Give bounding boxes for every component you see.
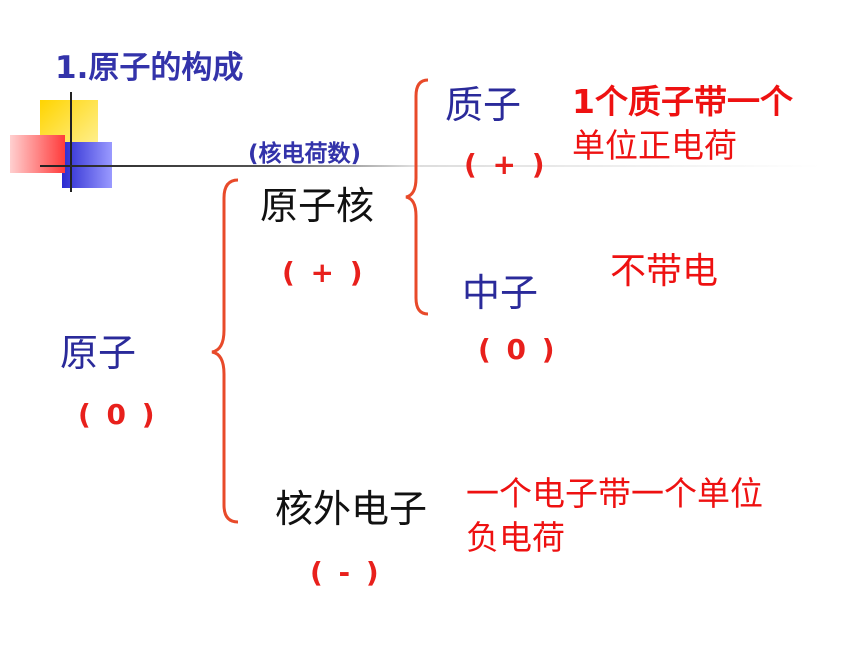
decor-vertical-line (70, 92, 72, 192)
proton-desc-line2: 单位正电荷 (572, 126, 737, 165)
proton-charge: ( + ) (464, 148, 548, 181)
atom-label: 原子 (60, 331, 137, 375)
electron-description: 一个电子带一个单位 负电荷 (466, 472, 763, 560)
decor-horizontal-line (40, 165, 420, 167)
nucleus-charge: ( + ) (282, 256, 366, 289)
atom-charge: ( 0 ) (78, 398, 158, 431)
neutron-label: 中子 (462, 271, 539, 315)
page-title: 1.原子的构成 (55, 50, 244, 86)
electron-charge: ( - ) (310, 556, 382, 589)
nucleus-charge-number-note: (核电荷数) (248, 141, 362, 167)
electron-desc-line2: 负电荷 (466, 518, 565, 557)
proton-label: 质子 (445, 83, 522, 127)
electron-label: 核外电子 (275, 487, 428, 531)
proton-desc-line1: 1个质子带一个 (572, 82, 793, 121)
proton-description: 1个质子带一个 单位正电荷 (572, 80, 793, 168)
neutron-charge: ( 0 ) (478, 333, 558, 366)
electron-desc-line1: 一个电子带一个单位 (466, 474, 763, 513)
atom-brace (211, 178, 239, 524)
nucleus-label: 原子核 (260, 184, 375, 228)
decor-horizontal-line-fade (420, 165, 820, 167)
neutron-description: 不带电 (610, 251, 719, 292)
nucleus-brace (405, 78, 429, 316)
